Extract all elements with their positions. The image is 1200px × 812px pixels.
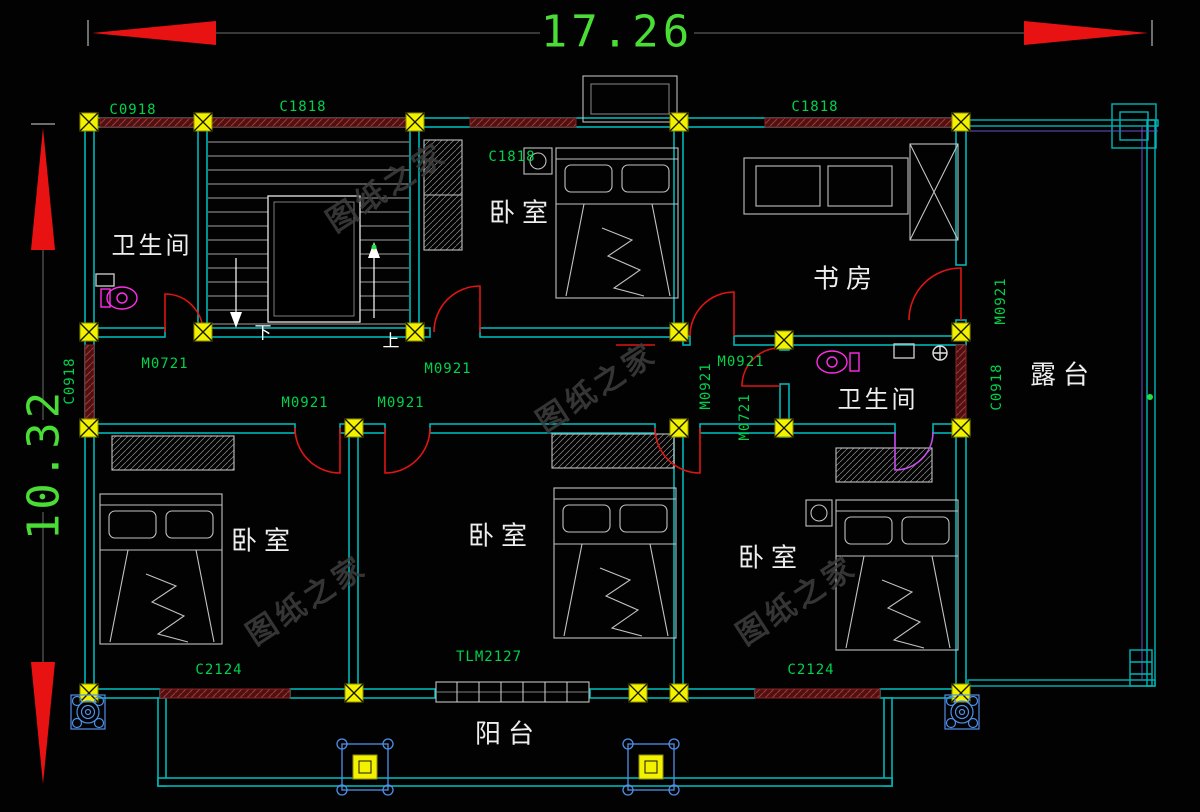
doors [164,267,962,474]
stairs [208,141,409,328]
dimension-arrows [31,21,1148,784]
dimension-lines [31,20,1153,662]
terrace-walls [967,103,1159,687]
windows [84,117,967,699]
bath-fixtures [95,273,948,374]
terrace-marker-dot [1147,394,1153,400]
furniture [99,75,959,703]
decorative-columns [70,694,980,796]
